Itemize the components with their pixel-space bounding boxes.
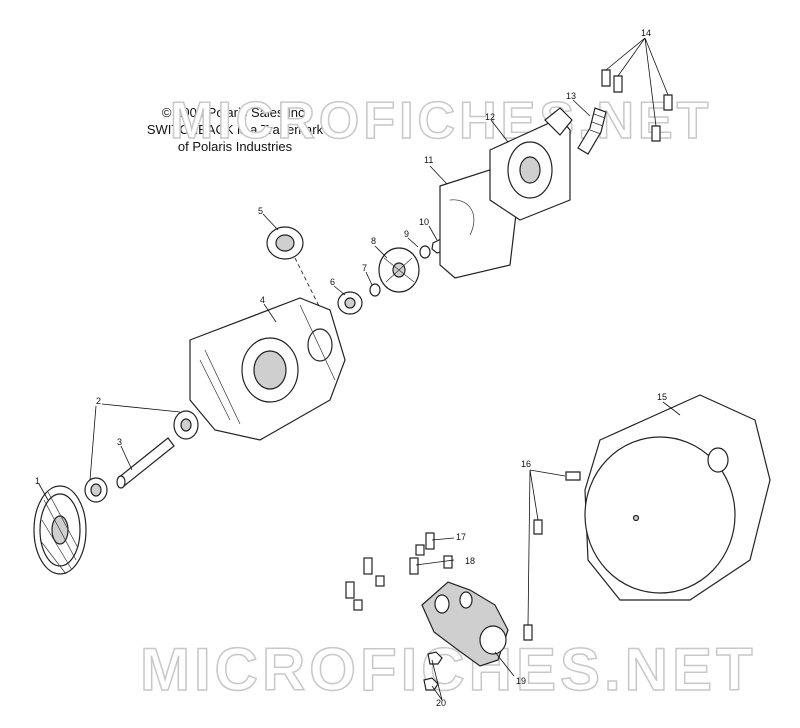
callout-14: 14 <box>641 28 651 38</box>
watermark-top: MICROFICHES.NET <box>170 92 712 150</box>
part-3-shaft <box>116 437 175 489</box>
watermark-bottom: MICROFICHES.NET <box>140 636 757 703</box>
callout-2: 2 <box>96 396 101 406</box>
part-7-washer <box>369 283 381 297</box>
part-5-seal <box>266 226 304 260</box>
callout-17: 17 <box>456 532 466 542</box>
callout-10: 10 <box>419 217 429 227</box>
copyright-line-3: of Polaris Industries <box>177 139 293 154</box>
part-15-recoil-cover <box>584 394 771 601</box>
part-4-housing <box>189 297 346 441</box>
callout-9: 9 <box>404 229 409 239</box>
callout-13: 13 <box>566 91 576 101</box>
callout-7: 7 <box>362 263 367 273</box>
callout-5: 5 <box>258 206 263 216</box>
part-18-fittings <box>345 555 453 611</box>
leader-lines <box>38 37 681 701</box>
callout-6: 6 <box>330 277 335 287</box>
callout-4: 4 <box>260 295 265 305</box>
part-1-gear <box>33 485 87 575</box>
part-8-impeller <box>378 247 420 293</box>
part-20-bolts <box>423 651 443 691</box>
copyright-notice: © 2003 Polaris Sales Inc. SWITCHBACK is … <box>120 104 350 155</box>
part-17-pins <box>363 532 435 575</box>
part-19-pump-assembly <box>421 581 509 667</box>
copyright-line-1: © 2003 Polaris Sales Inc. <box>161 105 309 120</box>
part-6-bushing <box>337 291 363 315</box>
part-12-pump-cover <box>489 107 573 221</box>
callout-8: 8 <box>371 236 376 246</box>
part-2-bearing-large <box>173 410 199 440</box>
callout-16: 16 <box>521 459 531 469</box>
part-2-bearing-small <box>84 477 108 503</box>
copyright-line-2: SWITCHBACK is a Trademark <box>146 122 324 137</box>
callout-15: 15 <box>657 392 667 402</box>
part-14-bolts <box>601 69 673 142</box>
callout-18: 18 <box>465 556 475 566</box>
part-16-bolts <box>523 471 581 641</box>
callout-labels: 1 2 3 4 5 6 7 8 9 10 11 12 13 14 15 16 1… <box>35 28 667 708</box>
callout-19: 19 <box>516 676 526 686</box>
callout-3: 3 <box>117 437 122 447</box>
callout-12: 12 <box>485 112 495 122</box>
callout-1: 1 <box>35 476 40 486</box>
part-13-hose-fitting <box>577 107 607 155</box>
callout-20: 20 <box>436 698 446 708</box>
part-9-washer <box>419 245 431 259</box>
callout-11: 11 <box>424 155 433 165</box>
